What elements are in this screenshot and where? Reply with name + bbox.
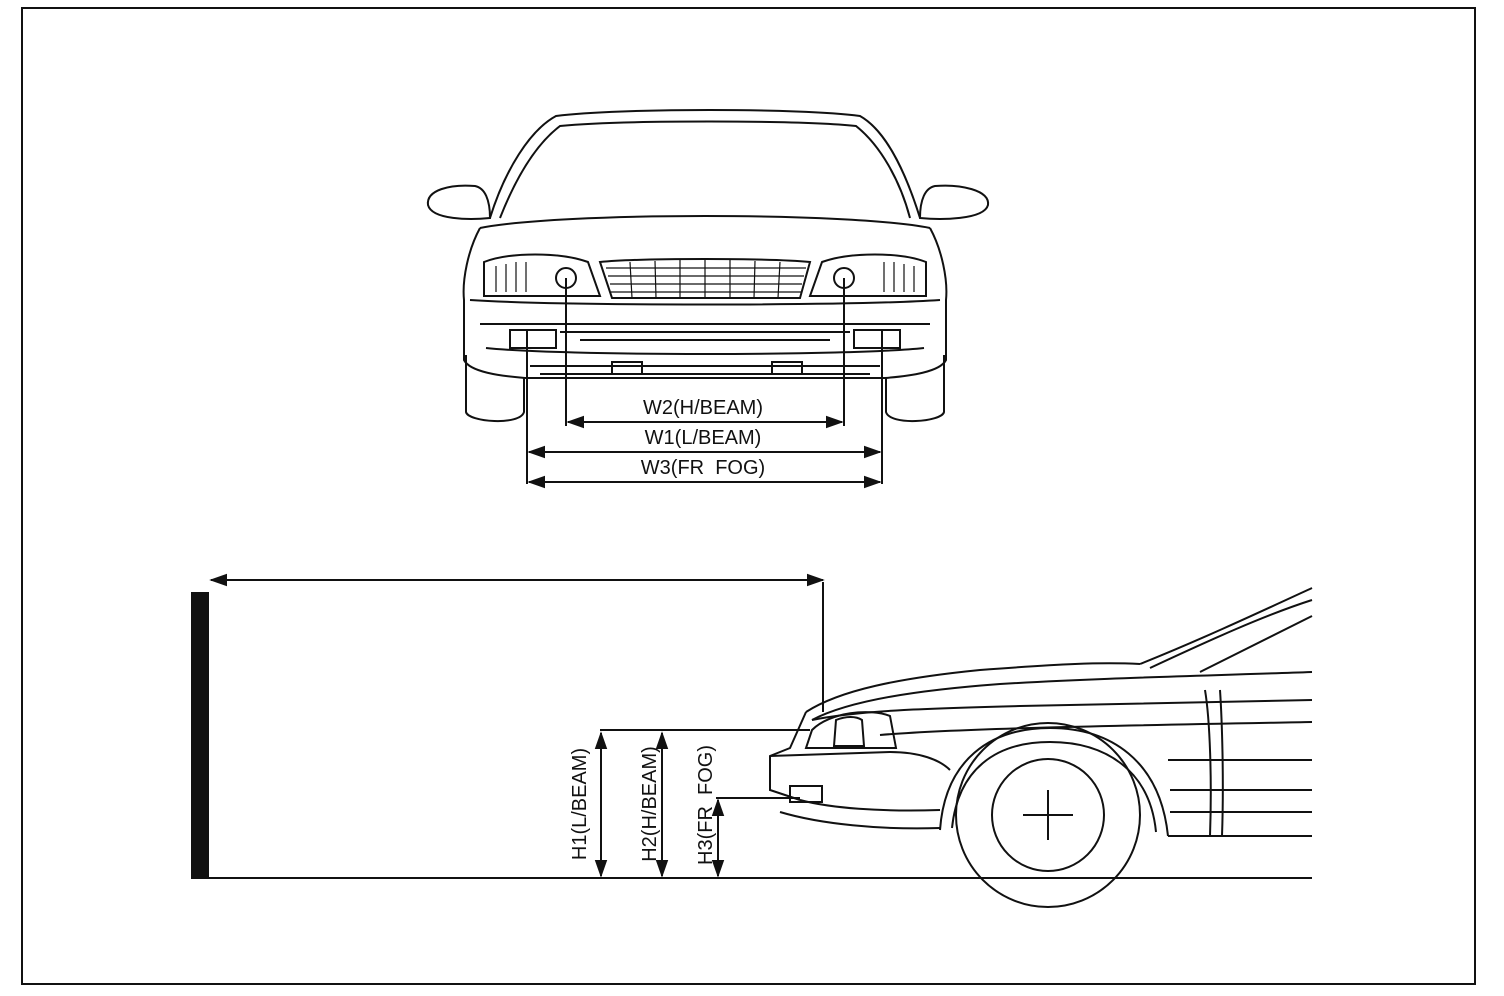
right-mirror: [918, 184, 990, 220]
w3-label: W3(FR FOG): [641, 457, 765, 479]
h1-label: H1(L/BEAM): [569, 748, 591, 860]
h3-label: H3(FR FOG): [695, 745, 717, 865]
side-distance-line: [209, 573, 825, 712]
side-headlight: [804, 711, 898, 749]
diagram-frame: [21, 7, 1476, 985]
side-wheel: [955, 722, 1141, 908]
side-fog-lamp: [789, 785, 823, 803]
grille: [598, 258, 812, 299]
right-tire: [885, 355, 945, 423]
right-fog-lamp: [853, 329, 901, 349]
car-front-view: [426, 109, 990, 423]
left-tire: [465, 355, 525, 423]
left-fog-lamp: [509, 329, 557, 349]
w1-label: W1(L/BEAM): [645, 427, 762, 449]
side-dimension-lines: [594, 729, 810, 878]
front-dimension-lines: [526, 278, 883, 489]
aiming-screen-wall: [191, 592, 209, 878]
left-mirror: [426, 184, 492, 220]
h2-label: H2(H/BEAM): [639, 746, 661, 862]
w2-label: W2(H/BEAM): [643, 397, 763, 419]
car-side-view: [769, 587, 1313, 837]
